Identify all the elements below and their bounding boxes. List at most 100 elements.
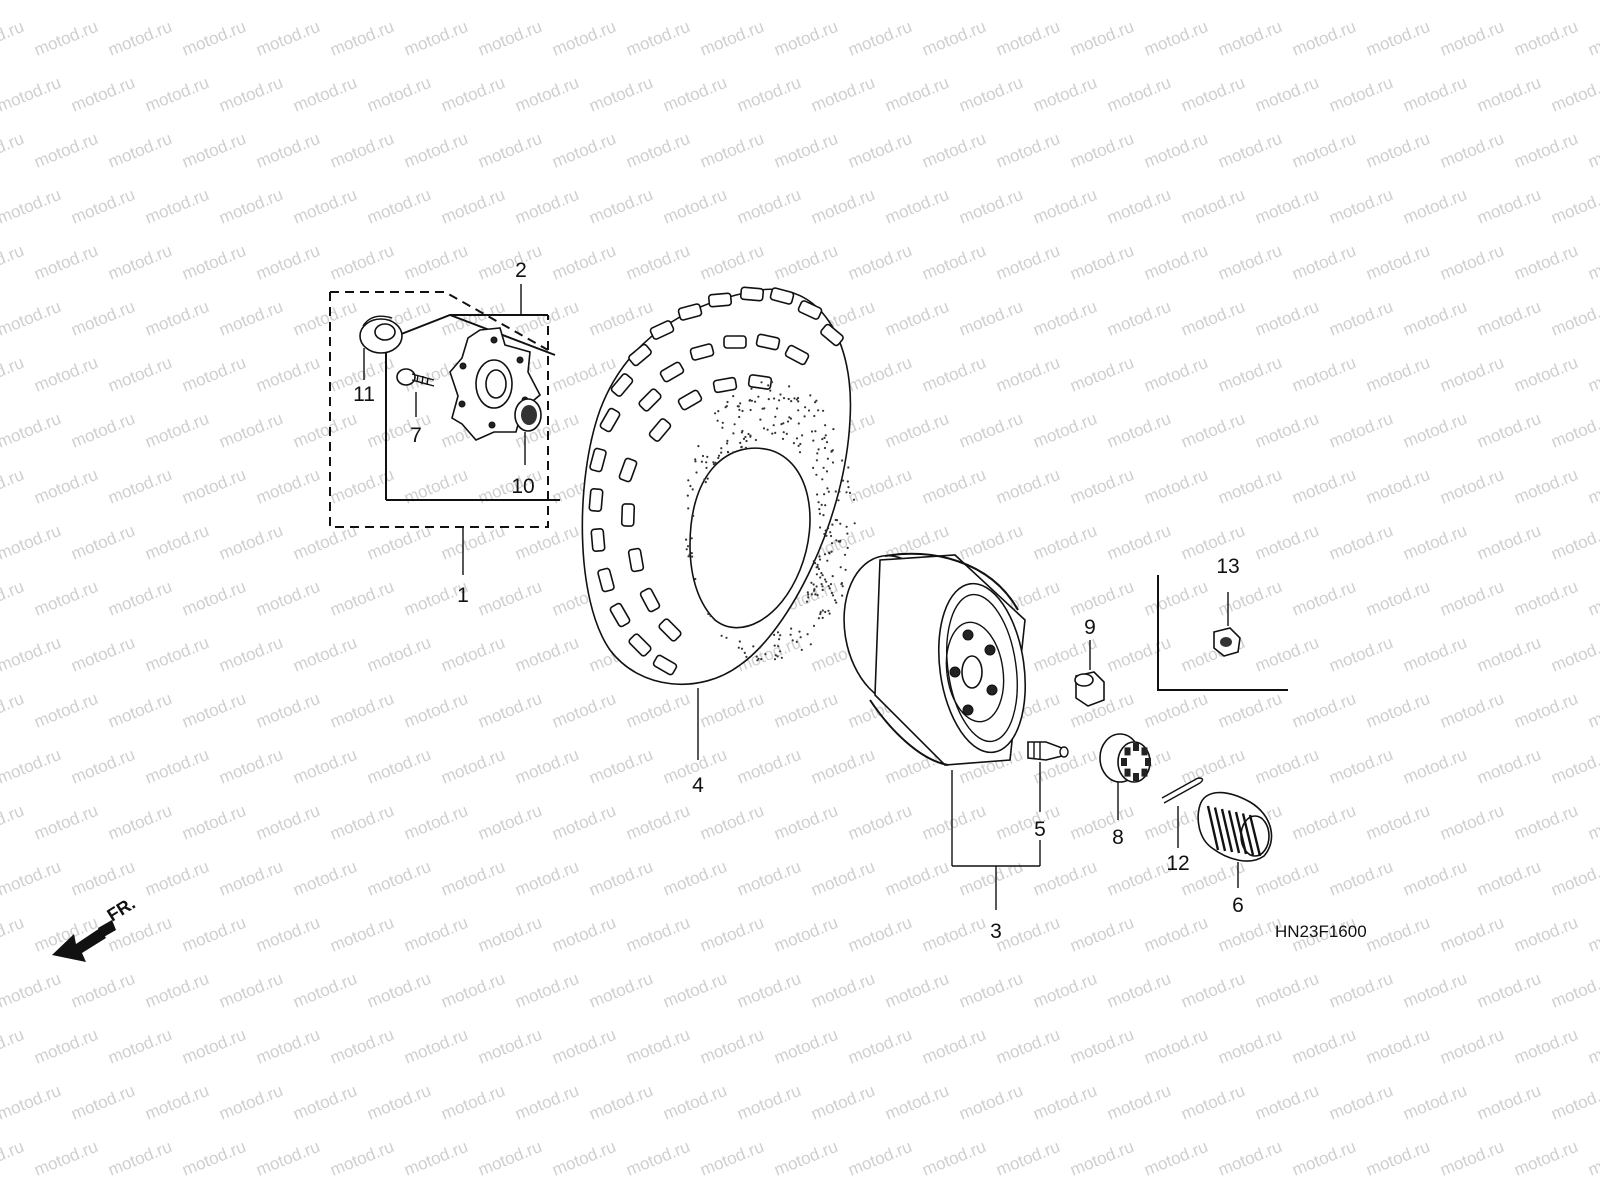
nut-tooth [1133,773,1139,781]
texture-dot [762,427,766,430]
watermark-text: motod.ru [697,913,766,956]
watermark-text: motod.ru [68,1081,137,1124]
watermark-text: motod.ru [512,73,581,116]
hub-nut-part-8 [1099,733,1151,820]
watermark-text: motod.ru [216,409,285,452]
watermark-text: motod.ru [1067,1137,1136,1180]
texture-dot [705,461,708,464]
watermark-text: motod.ru [253,577,322,620]
texture-dot [754,438,758,442]
watermark-text: motod.ru [364,969,433,1012]
cap-rib [1241,813,1255,856]
texture-dot [750,387,753,390]
watermark-text: motod.ru [623,689,692,732]
texture-dot [824,610,827,614]
texture-dot [703,478,706,481]
texture-dot [830,591,834,595]
watermark-text: motod.ru [31,1025,100,1068]
watermark-text: motod.ru [1141,17,1210,60]
texture-dot [819,612,822,616]
texture-dot [812,583,815,586]
watermark-text: motod.ru [882,297,951,340]
watermark-text: motod.ru [993,1025,1062,1068]
watermark-text: motod.ru [1400,745,1469,788]
tread-lug [797,300,823,320]
assembly-2-bracket [385,314,548,500]
texture-dot [815,573,819,576]
tire-sidewall-texture [685,381,856,662]
texture-dot [831,523,834,526]
watermark-text: motod.ru [845,129,914,172]
watermark-text: motod.ru [549,129,618,172]
texture-dot [827,609,830,612]
texture-dot [694,458,697,461]
tire-part-4 [581,286,856,760]
tread-lug [677,389,703,411]
wheel-part-3 [843,552,1041,910]
callout-11: 11 [353,383,375,406]
watermark-text: motod.ru [327,689,396,732]
texture-dot [835,601,838,604]
texture-dot [831,449,834,452]
watermark-text: motod.ru [586,745,655,788]
watermark-text: motod.ru [0,409,64,452]
watermark-text: motod.ru [956,409,1025,452]
watermark-text: motod.ru [31,1137,100,1180]
watermark-text: motod.ru [734,73,803,116]
watermark-text: motod.ru [1363,353,1432,396]
watermark-text: motod.ru [1437,577,1506,620]
watermark-text: motod.ru [31,465,100,508]
watermark-text: motod.ru [1400,73,1469,116]
texture-dot [736,405,739,408]
texture-dot [777,645,780,648]
watermark-text: motod.ru [1289,17,1358,60]
watermark-text: motod.ru [1437,689,1506,732]
tread-lug [712,376,738,394]
texture-dot [787,397,790,401]
watermark-text: motod.ru [475,1137,544,1180]
watermark-text: motod.ru [327,577,396,620]
watermark-text: motod.ru [623,1025,692,1068]
texture-dot [766,428,769,431]
callout-6: 6 [1232,894,1244,917]
texture-dot [823,553,827,556]
texture-dot [843,553,847,556]
texture-dot [774,415,777,418]
nut-tooth [1141,768,1148,777]
texture-dot [767,398,770,401]
callout-7: 7 [410,424,422,447]
watermark-text: motod.ru [1289,801,1358,844]
watermark-text: motod.ru [179,353,248,396]
texture-dot [744,435,747,439]
watermark-text: motod.ru [512,0,581,4]
texture-dot [818,555,821,558]
watermark-text: motod.ru [623,1137,692,1180]
watermark-text: motod.ru [364,745,433,788]
watermark-text: motod.ru [438,73,507,116]
watermark-text: motod.ru [290,185,359,228]
watermark-text: motod.ru [512,745,581,788]
texture-dot [732,395,735,398]
watermark-text: motod.ru [1030,1081,1099,1124]
tread-lug [599,407,621,433]
texture-dot [825,470,829,473]
watermark-text: motod.ru [1363,801,1432,844]
watermark-text: motod.ru [956,1081,1025,1124]
watermark-text: motod.ru [771,129,840,172]
watermark-text: motod.ru [1585,17,1600,60]
texture-dot [739,441,742,444]
watermark-text: motod.ru [105,801,174,844]
watermark-text: motod.ru [1437,913,1506,956]
watermark-text: motod.ru [771,1137,840,1180]
tread-lug [618,457,638,483]
watermark-text: motod.ru [771,689,840,732]
watermark-text: motod.ru [31,129,100,172]
texture-dot [804,406,807,409]
watermark-text: motod.ru [475,913,544,956]
watermark-text: motod.ru [512,1081,581,1124]
watermark-text: motod.ru [1437,465,1506,508]
watermark-text: motod.ru [1252,0,1321,4]
watermark-text: motod.ru [993,17,1062,60]
watermark-text: motod.ru [1326,185,1395,228]
texture-dot [795,398,799,401]
